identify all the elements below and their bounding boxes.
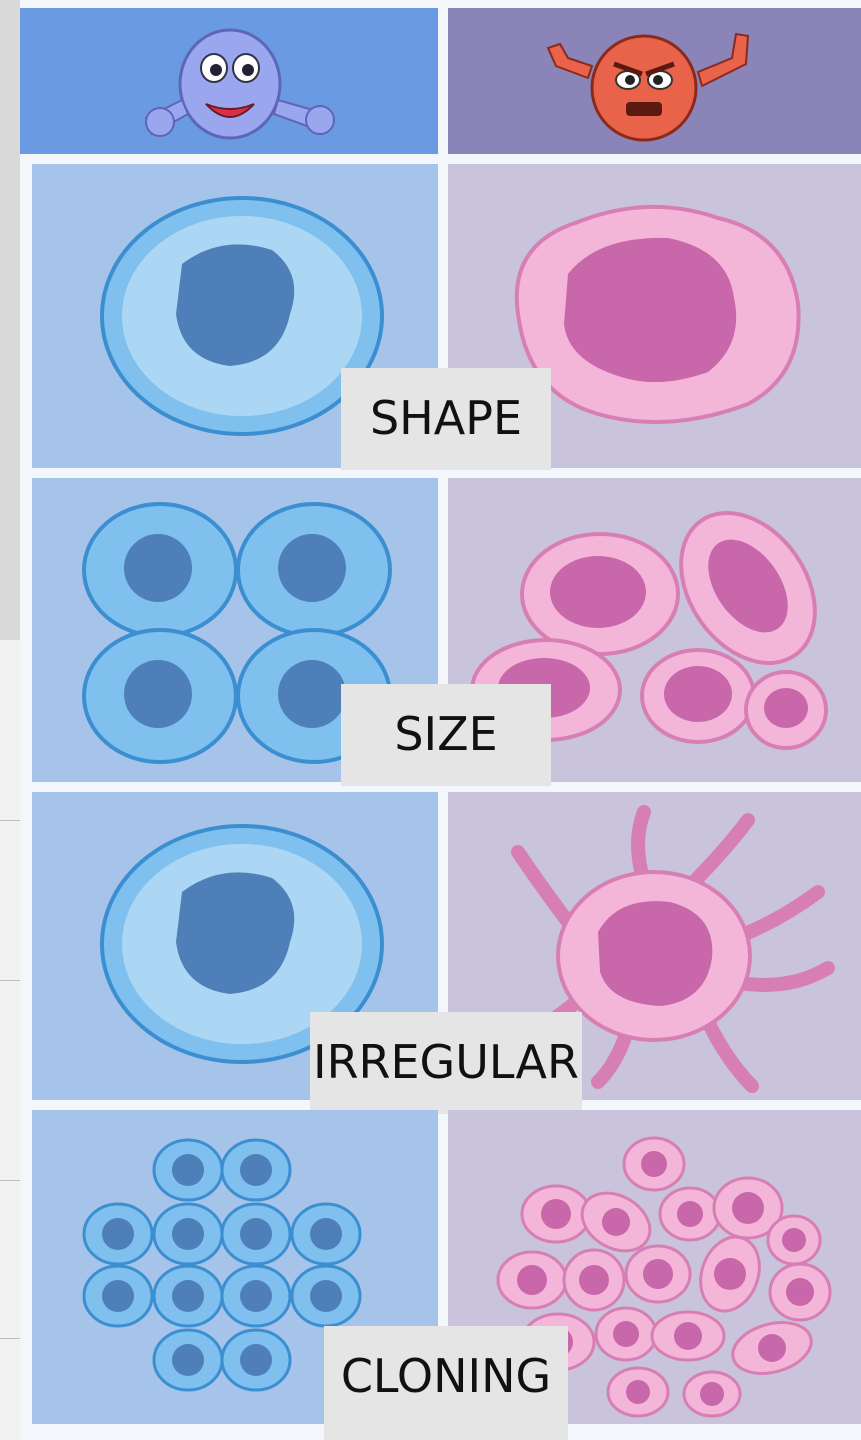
divider	[0, 980, 20, 981]
row-label-shape: SHAPE	[341, 368, 551, 470]
cancer-cell-header	[448, 8, 861, 154]
divider	[0, 1180, 20, 1181]
row-label-size: SIZE	[341, 684, 551, 786]
row-label-cloning: CLONING	[324, 1326, 568, 1440]
background-strip	[0, 0, 20, 1440]
divider	[0, 1338, 20, 1339]
happy-face-icon	[20, 8, 438, 154]
row-label-irregular: IRREGULAR	[310, 1012, 582, 1114]
normal-cell-header	[20, 8, 438, 154]
divider	[0, 820, 20, 821]
angry-face-icon	[448, 8, 861, 154]
cell-comparison-diagram: SHAPE	[20, 0, 861, 1440]
